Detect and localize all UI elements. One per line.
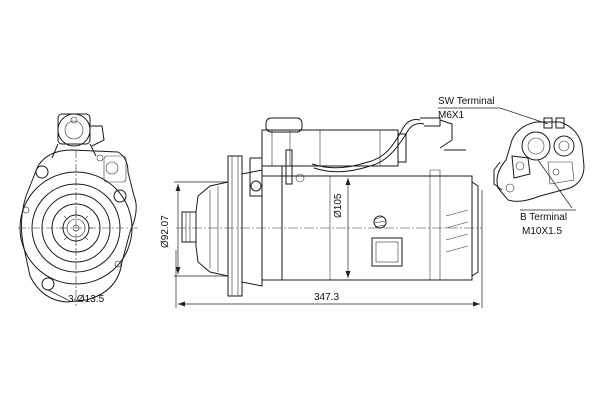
dim-length: 347.3 [175,190,483,308]
holes-callout: 3-Ø13.5 [47,289,105,305]
length-label: 347.3 [314,292,339,303]
dim-diameter-1: Ø92.07 [160,181,228,277]
b-terminal-callout: B Terminal M10X1.5 [520,159,576,237]
b-thread-label: M10X1.5 [522,226,562,237]
side-solenoid [261,129,399,167]
mounting-holes [22,154,127,291]
diameter-2-label: Ø105 [333,193,344,218]
side-end-cap [471,181,479,277]
front-solenoid [51,113,127,183]
side-view [176,117,482,297]
side-solenoid-cap [265,117,303,133]
side-wire [311,119,421,169]
dim-diameter-2: Ø105 [333,178,351,278]
side-window [371,237,403,267]
rear-terminal-b [521,131,551,161]
sw-thread-label: M6X1 [438,110,465,121]
sw-terminal-label: SW Terminal [438,96,495,107]
side-nose-housing [195,181,229,277]
side-flange [227,155,243,297]
sw-terminal-callout: SW Terminal M6X1 [438,96,549,125]
rear-view [493,117,585,202]
rear-stud-2 [555,117,565,129]
front-view [18,113,138,306]
front-flange-outline [20,149,137,303]
side-pinion [181,211,197,243]
rear-terminal-sw [553,135,575,157]
b-terminal-label: B Terminal [520,212,567,223]
holes-label: 3-Ø13.5 [68,294,105,305]
diameter-1-label: Ø92.07 [160,215,171,248]
rear-outline [496,121,585,202]
